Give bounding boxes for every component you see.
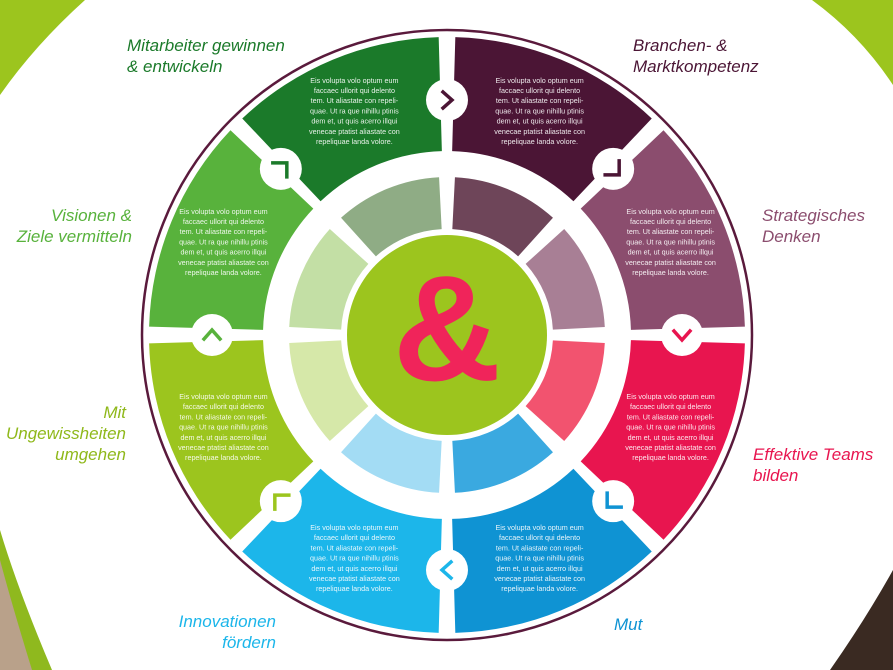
label-line: & entwickeln (127, 57, 223, 76)
label-line: Denken (762, 227, 821, 246)
label-innovationen: Innovationen fördern (150, 611, 276, 653)
label-line: Ziele vermitteln (16, 227, 132, 246)
label-branchen: Branchen- & Marktkompetenz (633, 35, 759, 77)
inner-segment-effektive (525, 340, 605, 441)
corner-arrow-icon[interactable] (259, 480, 302, 523)
label-line: Mitarbeiter gewinnen (127, 36, 285, 55)
chevron-left-icon[interactable] (426, 549, 468, 591)
label-line: Strategisches (762, 206, 865, 225)
corner-arrow-icon[interactable] (592, 480, 635, 523)
inner-segment-mitarbeiter (341, 177, 442, 257)
corner-arrow-icon[interactable] (259, 147, 302, 190)
inner-segments (289, 177, 605, 493)
inner-segment-mut (452, 413, 553, 493)
label-effektive: Effektive Teams bilden (753, 444, 873, 486)
arrow-buttons (191, 79, 703, 591)
label-line: bilden (753, 466, 799, 485)
label-line: fördern (222, 633, 276, 652)
label-line: Branchen- & (633, 36, 728, 55)
label-line: Mut (614, 615, 643, 634)
center-circle (347, 235, 547, 435)
corner-accent-top-right (812, 0, 893, 85)
label-mitarbeiter: Mitarbeiter gewinnen & entwickeln (127, 35, 285, 77)
corner-photo-bottom-right (830, 570, 893, 670)
outer-ring (140, 28, 754, 642)
inner-segment-visionen (289, 229, 369, 330)
chevron-down-icon[interactable] (661, 314, 703, 356)
chevron-up-icon[interactable] (191, 314, 233, 356)
label-strategisches: Strategisches Denken (762, 205, 865, 247)
label-mut: Mut (614, 614, 642, 635)
label-line: Ungewissheiten (5, 424, 126, 443)
inner-segment-strategisches (525, 229, 605, 330)
label-visionen: Visionen & Ziele vermitteln (0, 205, 132, 247)
inner-segment-ungewissheiten (289, 340, 369, 441)
label-line: Innovationen (178, 612, 276, 631)
corner-accent-top-left (0, 0, 85, 95)
label-line: Mit (103, 403, 126, 422)
label-line: Visionen & (51, 206, 132, 225)
inner-segment-innovationen (341, 413, 442, 493)
corner-arrow-icon[interactable] (592, 147, 635, 190)
center-ampersand: & (393, 244, 501, 412)
chevron-right-icon[interactable] (426, 79, 468, 121)
corner-photo-bottom-left (0, 560, 32, 670)
inner-segment-branchen (452, 177, 553, 257)
label-ungewissheiten: Mit Ungewissheiten umgehen (0, 402, 126, 465)
label-line: Marktkompetenz (633, 57, 759, 76)
label-line: umgehen (55, 445, 126, 464)
label-line: Effektive Teams (753, 445, 874, 464)
